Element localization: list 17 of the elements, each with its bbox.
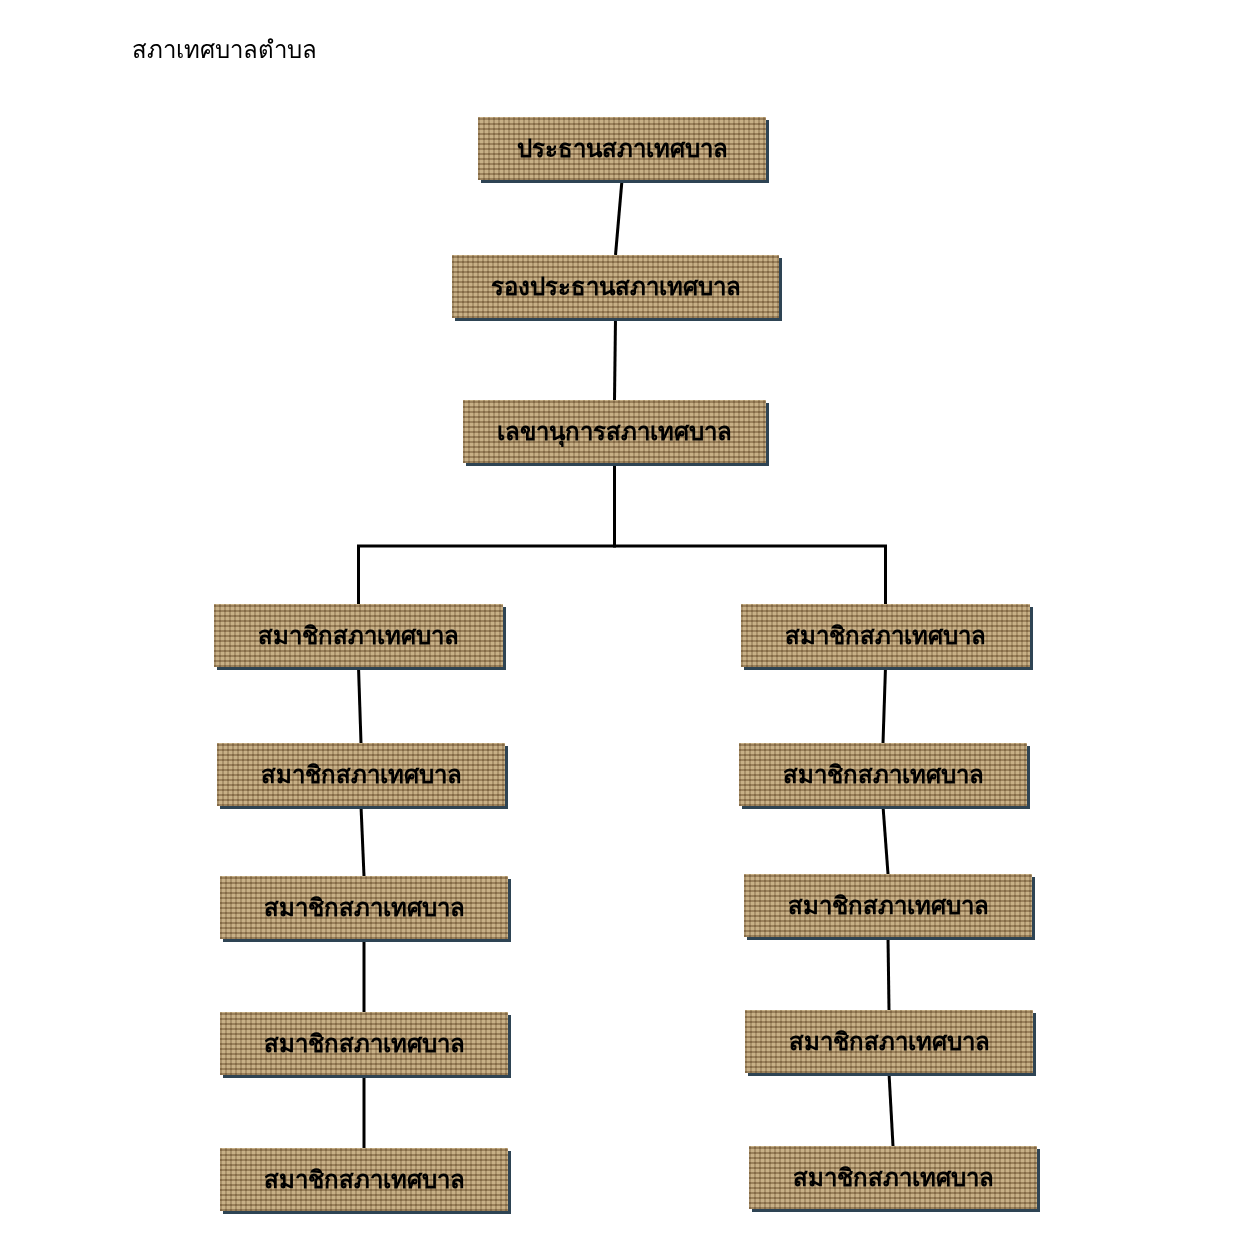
position-box: สมาชิกสภาเทศบาล — [744, 874, 1032, 937]
position-box: สมาชิกสภาเทศบาล — [749, 1146, 1037, 1209]
position-box: รองประธานสภาเทศบาล — [452, 255, 779, 318]
connector-line — [362, 939, 366, 1012]
position-box: ประธานสภาเทศบาล — [478, 117, 766, 180]
position-box: สมาชิกสภาเทศบาล — [220, 1148, 508, 1211]
connector-line — [613, 463, 887, 604]
position-box: สมาชิกสภาเทศบาล — [745, 1010, 1033, 1073]
position-box: สมาชิกสภาเทศบาล — [739, 743, 1027, 806]
position-box: สมาชิกสภาเทศบาล — [220, 876, 508, 939]
position-box: เลขานุการสภาเทศบาล — [463, 400, 766, 463]
position-box: สมาชิกสภาเทศบาล — [214, 604, 503, 667]
position-box: สมาชิกสภาเทศบาล — [220, 1012, 508, 1075]
connector-line — [362, 1075, 366, 1148]
position-box: สมาชิกสภาเทศบาล — [741, 604, 1030, 667]
position-box: สมาชิกสภาเทศบาล — [217, 743, 505, 806]
title: สภาเทศบาลตำบล — [132, 35, 317, 66]
